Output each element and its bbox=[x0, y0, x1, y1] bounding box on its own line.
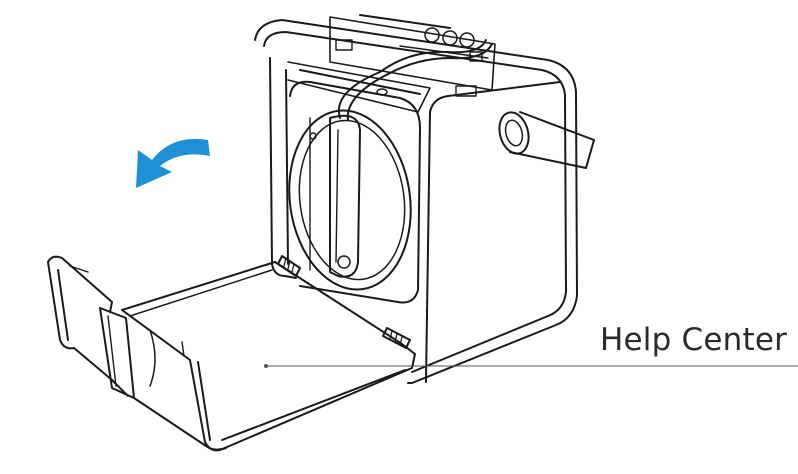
help-center-label: Help Center bbox=[600, 322, 788, 358]
curved-arrow-icon bbox=[136, 138, 210, 188]
open-tray bbox=[47, 255, 416, 452]
device-housing bbox=[254, 14, 578, 384]
callout-leader bbox=[264, 364, 798, 368]
carry-handle bbox=[498, 111, 595, 169]
drum-door bbox=[288, 39, 493, 304]
